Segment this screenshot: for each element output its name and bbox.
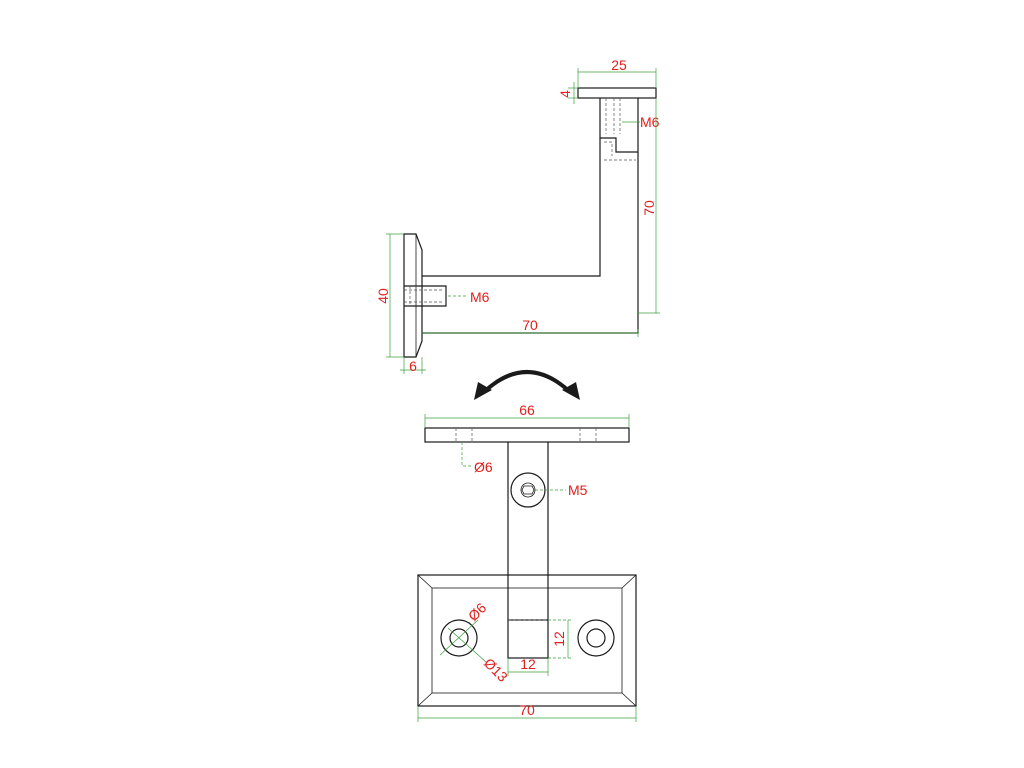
- dim-label: M5: [568, 482, 588, 498]
- dim-label: 70: [522, 317, 538, 333]
- top-boss: [599, 98, 639, 153]
- side-view: 25 4 M6 70 40 M6: [375, 57, 660, 374]
- curved-double-arrow-icon: [474, 370, 580, 400]
- dim-saddle-width: 66: [424, 402, 630, 428]
- leader-saddle-hole: Ø6: [461, 442, 493, 475]
- base-plate-chamfer: [431, 587, 623, 694]
- bent-arm: [422, 138, 639, 334]
- pivot-boss: [510, 472, 546, 508]
- leader-side-thread: M6: [448, 289, 490, 305]
- pivot-screw: [520, 482, 536, 498]
- top-plate: [577, 87, 657, 99]
- saddle-plate: [424, 427, 630, 443]
- bar-section: [507, 619, 549, 659]
- dim-label: 12: [551, 631, 567, 647]
- side-thread-hidden: [404, 286, 442, 306]
- dim-label: 70: [641, 200, 657, 216]
- dim-label: 25: [611, 57, 627, 73]
- dim-label: 4: [557, 90, 573, 98]
- upright-bar: [507, 442, 549, 620]
- chamfer-corners: [417, 574, 637, 707]
- right-mounting-hole: [577, 619, 615, 657]
- dim-top-plate-thickness: 4: [557, 82, 578, 104]
- wall-plate: [403, 233, 423, 358]
- base-plate: [417, 574, 637, 707]
- dim-label: 40: [375, 288, 391, 304]
- dim-wall-plate-height: 40: [375, 233, 404, 358]
- dim-label: 66: [519, 402, 535, 418]
- dim-label: Ø13: [481, 655, 511, 685]
- dim-label: 6: [409, 358, 417, 374]
- side-thread: [404, 285, 447, 307]
- dim-horizontal-length: 70: [422, 317, 639, 337]
- dim-bar-width: 12: [507, 656, 549, 676]
- top-thread-hidden: [604, 98, 636, 161]
- left-mounting-hole: [440, 619, 478, 657]
- leader-pivot-screw: M5: [535, 482, 588, 498]
- leader-top-thread: M6: [622, 114, 660, 130]
- dim-label: Ø6: [465, 599, 490, 624]
- front-view: 66 Ø6 M5 Ø6: [417, 402, 637, 722]
- saddle-holes-hidden: [455, 428, 597, 442]
- dim-label: 12: [520, 656, 536, 672]
- dim-label: M6: [470, 289, 490, 305]
- leader-hole-diameter: Ø6: [439, 599, 490, 656]
- dim-base-width: 70: [417, 702, 637, 722]
- dim-label: Ø6: [474, 459, 493, 475]
- dim-label: M6: [640, 114, 660, 130]
- dim-wall-plate-thickness: 6: [400, 357, 426, 374]
- dim-bar-depth: 12: [548, 619, 572, 659]
- hex-socket-icon: [521, 485, 535, 495]
- dim-top-plate-width: 25: [577, 57, 657, 88]
- dim-label: 70: [519, 702, 535, 718]
- dim-vertical-length: 70: [638, 98, 660, 314]
